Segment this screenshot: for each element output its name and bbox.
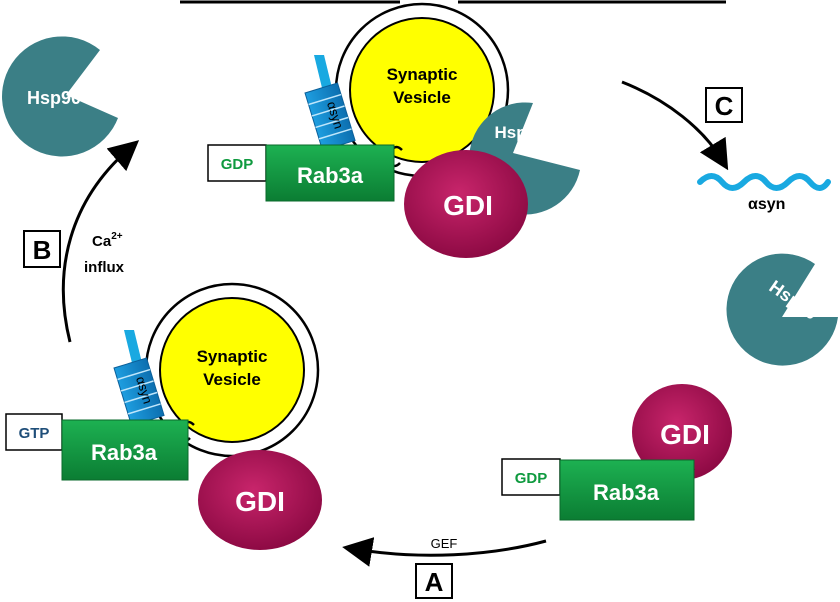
hsp90-shape xyxy=(2,36,119,157)
vesicle-label-line1: Synaptic xyxy=(197,347,268,366)
gdi-label-top: GDI xyxy=(443,190,493,221)
vesicle-label-line1: Synaptic xyxy=(387,65,458,84)
rab3a-gdp-top: GDP Rab3a xyxy=(207,144,395,202)
asyn-helix-top: αsyn xyxy=(304,55,356,152)
hsp90-shape xyxy=(726,253,838,366)
influx-label: influx xyxy=(84,259,125,276)
synaptic-vesicle xyxy=(159,297,305,443)
step-c-box xyxy=(705,87,743,123)
rab3a-block xyxy=(61,419,189,481)
step-c-arrow-group: C xyxy=(621,80,743,171)
hsp90-label-left: Hsp90 xyxy=(27,88,81,108)
asyn-label-free: αsyn xyxy=(748,196,785,213)
step-b-label: B xyxy=(33,235,52,265)
gdi-label-bottom: GDI xyxy=(235,486,285,517)
rab3a-label-right: Rab3a xyxy=(593,480,660,505)
synaptic-vesicle xyxy=(349,17,495,163)
rab3a-label-bottom: Rab3a xyxy=(91,440,158,465)
rab3a-block xyxy=(559,459,695,521)
asyn-free-right: αsyn xyxy=(697,173,831,213)
step-b-arrow-group: B Ca2+ influx xyxy=(23,140,140,343)
gef-label: GEF xyxy=(431,536,458,551)
hsp90-label-top: Hsp90 xyxy=(494,123,545,142)
asyn-unfolded-chain xyxy=(697,173,831,191)
bottom-vesicle-complex: Synaptic Vesicle αsyn GTP Rab3a xyxy=(5,282,322,550)
gdi-bottom: GDI xyxy=(198,450,322,550)
asyn-helix-bottom: αsyn xyxy=(113,330,165,427)
gdi-shape xyxy=(632,384,732,480)
step-c-arrow xyxy=(621,80,729,171)
step-b-arrow xyxy=(61,140,140,343)
gdi-label-right: GDI xyxy=(660,419,710,450)
vesicle-label-line2: Vesicle xyxy=(203,370,261,389)
gtp-label: GTP xyxy=(19,425,50,442)
gdi-top: GDI xyxy=(404,150,528,258)
gdi-shape xyxy=(198,450,322,550)
gdp-box xyxy=(207,144,267,182)
gdp-label-top: GDP xyxy=(221,156,254,173)
hsp90-free-right: Hsp90 xyxy=(726,253,838,366)
top-vesicle-complex: Synaptic Vesicle αsyn GDP Rab3a xyxy=(207,2,580,258)
gtp-box xyxy=(5,413,63,451)
gdi-shape xyxy=(404,150,528,258)
gdi-rab3a-complex-right: GDI GDP Rab3a xyxy=(501,384,732,521)
rab3a-gtp-bottom: GTP Rab3a xyxy=(5,413,189,481)
vesicle-label-line2: Vesicle xyxy=(393,88,451,107)
hsp90-free-left: Hsp90 xyxy=(2,36,119,157)
step-a-label: A xyxy=(425,567,444,597)
step-a-box xyxy=(415,563,453,599)
step-c-label: C xyxy=(715,91,734,121)
step-b-box xyxy=(23,230,61,268)
rab3a-block xyxy=(265,144,395,202)
gdp-label-right: GDP xyxy=(515,470,548,487)
step-a-arrow-group: GEF A xyxy=(342,536,547,599)
step-a-arrow xyxy=(342,537,547,567)
gdp-box xyxy=(501,458,561,496)
rab3a-label-top: Rab3a xyxy=(297,163,364,188)
ca-label: Ca2+ xyxy=(92,231,123,250)
